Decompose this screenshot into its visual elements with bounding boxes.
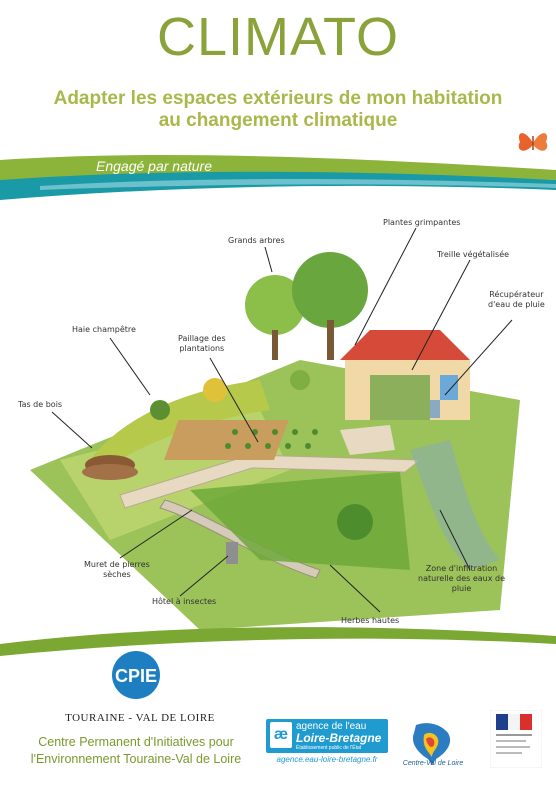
page-subtitle: Adapter les espaces extérieurs de mon ha… bbox=[0, 88, 556, 132]
centre-val-de-loire-logo bbox=[412, 723, 451, 765]
agence-line2: Loire-Bretagne bbox=[296, 731, 382, 745]
page-title: CLIMATO bbox=[156, 7, 400, 67]
vegetable-bed bbox=[164, 420, 289, 460]
label-hotel: Hôtel à insectes bbox=[152, 597, 217, 606]
centre-val-de-loire-text: Centre-Val de Loire bbox=[402, 760, 464, 767]
path-segment bbox=[340, 425, 395, 455]
agence-url: agence.eau-loire-bretagne.fr bbox=[276, 755, 378, 764]
house-roof bbox=[340, 330, 470, 360]
label-paillage-line1: Paillage des bbox=[178, 334, 226, 343]
label-herbes: Herbes hautes bbox=[341, 616, 400, 625]
cpie-name-line2: l'Environnement Touraine-Val de Loire bbox=[30, 752, 242, 766]
ae-icon: æ bbox=[270, 722, 292, 748]
shrub bbox=[150, 400, 170, 420]
tree-trunk bbox=[272, 330, 278, 360]
label-muret: Muret de pierres sèches bbox=[84, 560, 150, 580]
label-paillage: Paillage des plantations bbox=[178, 334, 226, 354]
tree-trunk bbox=[327, 320, 334, 360]
cpie-name: Centre Permanent d'Initiatives pour l'En… bbox=[6, 734, 266, 768]
footer-wave bbox=[0, 627, 556, 656]
big-tree-left bbox=[245, 275, 305, 335]
agence-eau-logo: æ agence de l'eau Loire-Bretagne Établis… bbox=[266, 719, 388, 767]
label-recuperateur-line1: Récupérateur bbox=[489, 290, 544, 299]
agence-line1: agence de l'eau bbox=[296, 721, 367, 732]
label-zone-line3: pluie bbox=[451, 584, 472, 593]
cpie-region: TOURAINE - VAL DE LOIRE bbox=[65, 712, 215, 724]
house-window bbox=[440, 375, 458, 400]
shrub bbox=[337, 504, 373, 540]
trellis bbox=[370, 375, 430, 420]
tall-grass bbox=[190, 472, 410, 570]
label-recuperateur-line2: d'eau de pluie bbox=[488, 300, 545, 309]
big-tree-right bbox=[292, 252, 368, 328]
butterfly-icon bbox=[518, 133, 548, 151]
garden-illustration bbox=[30, 227, 520, 630]
leader-lines bbox=[51, 227, 513, 613]
prefet-logo bbox=[490, 710, 542, 768]
insect-hotel bbox=[226, 542, 238, 564]
label-zone-line1: Zone d'infiltration bbox=[425, 564, 498, 573]
subtitle-line-2: au changement climatique bbox=[158, 110, 398, 131]
rain-barrel bbox=[430, 400, 440, 418]
subtitle-line-1: Adapter les espaces extérieurs de mon ha… bbox=[53, 88, 503, 109]
banner-text: Engagé par nature bbox=[96, 158, 212, 174]
cpie-name-line1: Centre Permanent d'Initiatives pour bbox=[38, 735, 234, 749]
label-zone-infiltration: Zone d'infiltration naturelle des eaux d… bbox=[418, 564, 505, 594]
label-zone-line2: naturelle des eaux de bbox=[418, 574, 506, 583]
header-banner bbox=[0, 155, 556, 200]
label-muret-line2: sèches bbox=[103, 570, 131, 579]
svg-text:CPIE: CPIE bbox=[115, 666, 157, 686]
label-paillage-line2: plantations bbox=[179, 344, 225, 353]
agence-line3: Établissement public de l'État bbox=[296, 745, 362, 751]
label-tas-de-bois: Tas de bois bbox=[18, 400, 63, 409]
cpie-logo: CPIE bbox=[112, 651, 160, 699]
infiltration-zone bbox=[410, 440, 500, 570]
label-recuperateur: Récupérateur d'eau de pluie bbox=[488, 290, 545, 310]
label-plantes-grimpantes: Plantes grimpantes bbox=[383, 218, 461, 227]
label-haie: Haie champêtre bbox=[72, 325, 136, 334]
label-grands-arbres: Grands arbres bbox=[228, 236, 285, 245]
label-treille: Treille végétalisée bbox=[437, 250, 510, 259]
label-muret-line1: Muret de pierres bbox=[84, 560, 150, 569]
shrub bbox=[290, 370, 310, 390]
shrub-yellow bbox=[203, 378, 227, 402]
wood-pile bbox=[82, 455, 138, 480]
